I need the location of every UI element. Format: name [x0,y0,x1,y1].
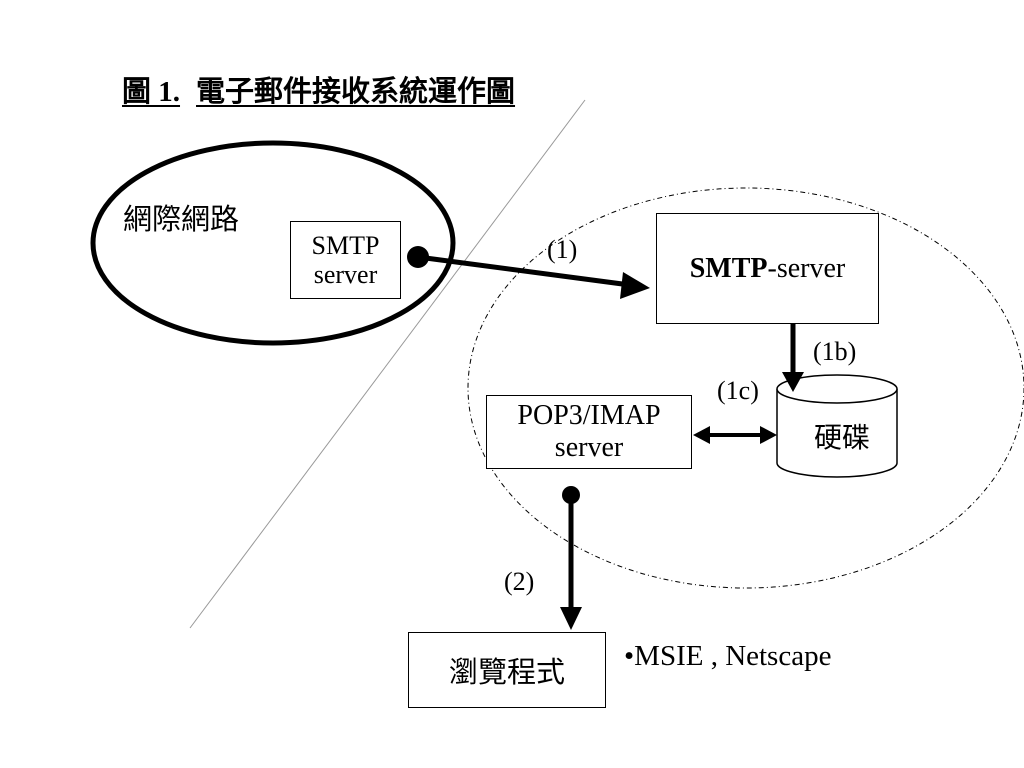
step-label-2: (2) [504,567,535,596]
diagonal-divider-line [189,99,586,629]
browser-label: 瀏覽程式 [448,655,565,689]
internet-ellipse [90,140,456,346]
arrow-send [417,254,631,288]
internet-label: 網際網路 [123,202,240,236]
arrow-retrieve-head [560,607,582,630]
smtp-client-line1: SMTP [311,231,380,260]
pop3-imap-server-box: POP3/IMAP server [486,395,692,469]
arrow-send-head [620,272,650,299]
figure-number: 圖 1. [122,76,181,108]
disk-label: 硬碟 [813,421,870,454]
diagram-title: 圖 1. 電子郵件接收系統運作圖 [122,68,515,110]
arrow-access-head-right [760,426,777,444]
figure-caption: 電子郵件接收系統運作圖 [196,74,516,108]
pop-server-line2: server [554,432,624,463]
step-label-1: (1) [547,235,578,264]
smtp-client-line2: server [313,260,378,289]
smtp-server-rest: -server [767,252,846,284]
arrow-retrieve-origin-dot [562,486,580,504]
arrow-access-head-left [693,426,710,444]
step-label-1c: (1c) [717,376,759,405]
arrow-send-origin-dot [407,246,429,268]
smtp-client-box: SMTP server [290,221,401,299]
smtp-server-bold: SMTP [689,252,768,284]
pop-server-line1: POP3/IMAP [517,400,661,431]
disk-cylinder-body [776,389,898,478]
browser-box: 瀏覽程式 [408,632,606,708]
step-label-1b: (1b) [813,337,857,366]
arrow-store-head [782,372,804,392]
smtp-server-box: SMTP-server [656,213,879,324]
disk-cylinder-top [776,374,898,404]
browser-examples: •MSIE , Netscape [624,640,832,672]
